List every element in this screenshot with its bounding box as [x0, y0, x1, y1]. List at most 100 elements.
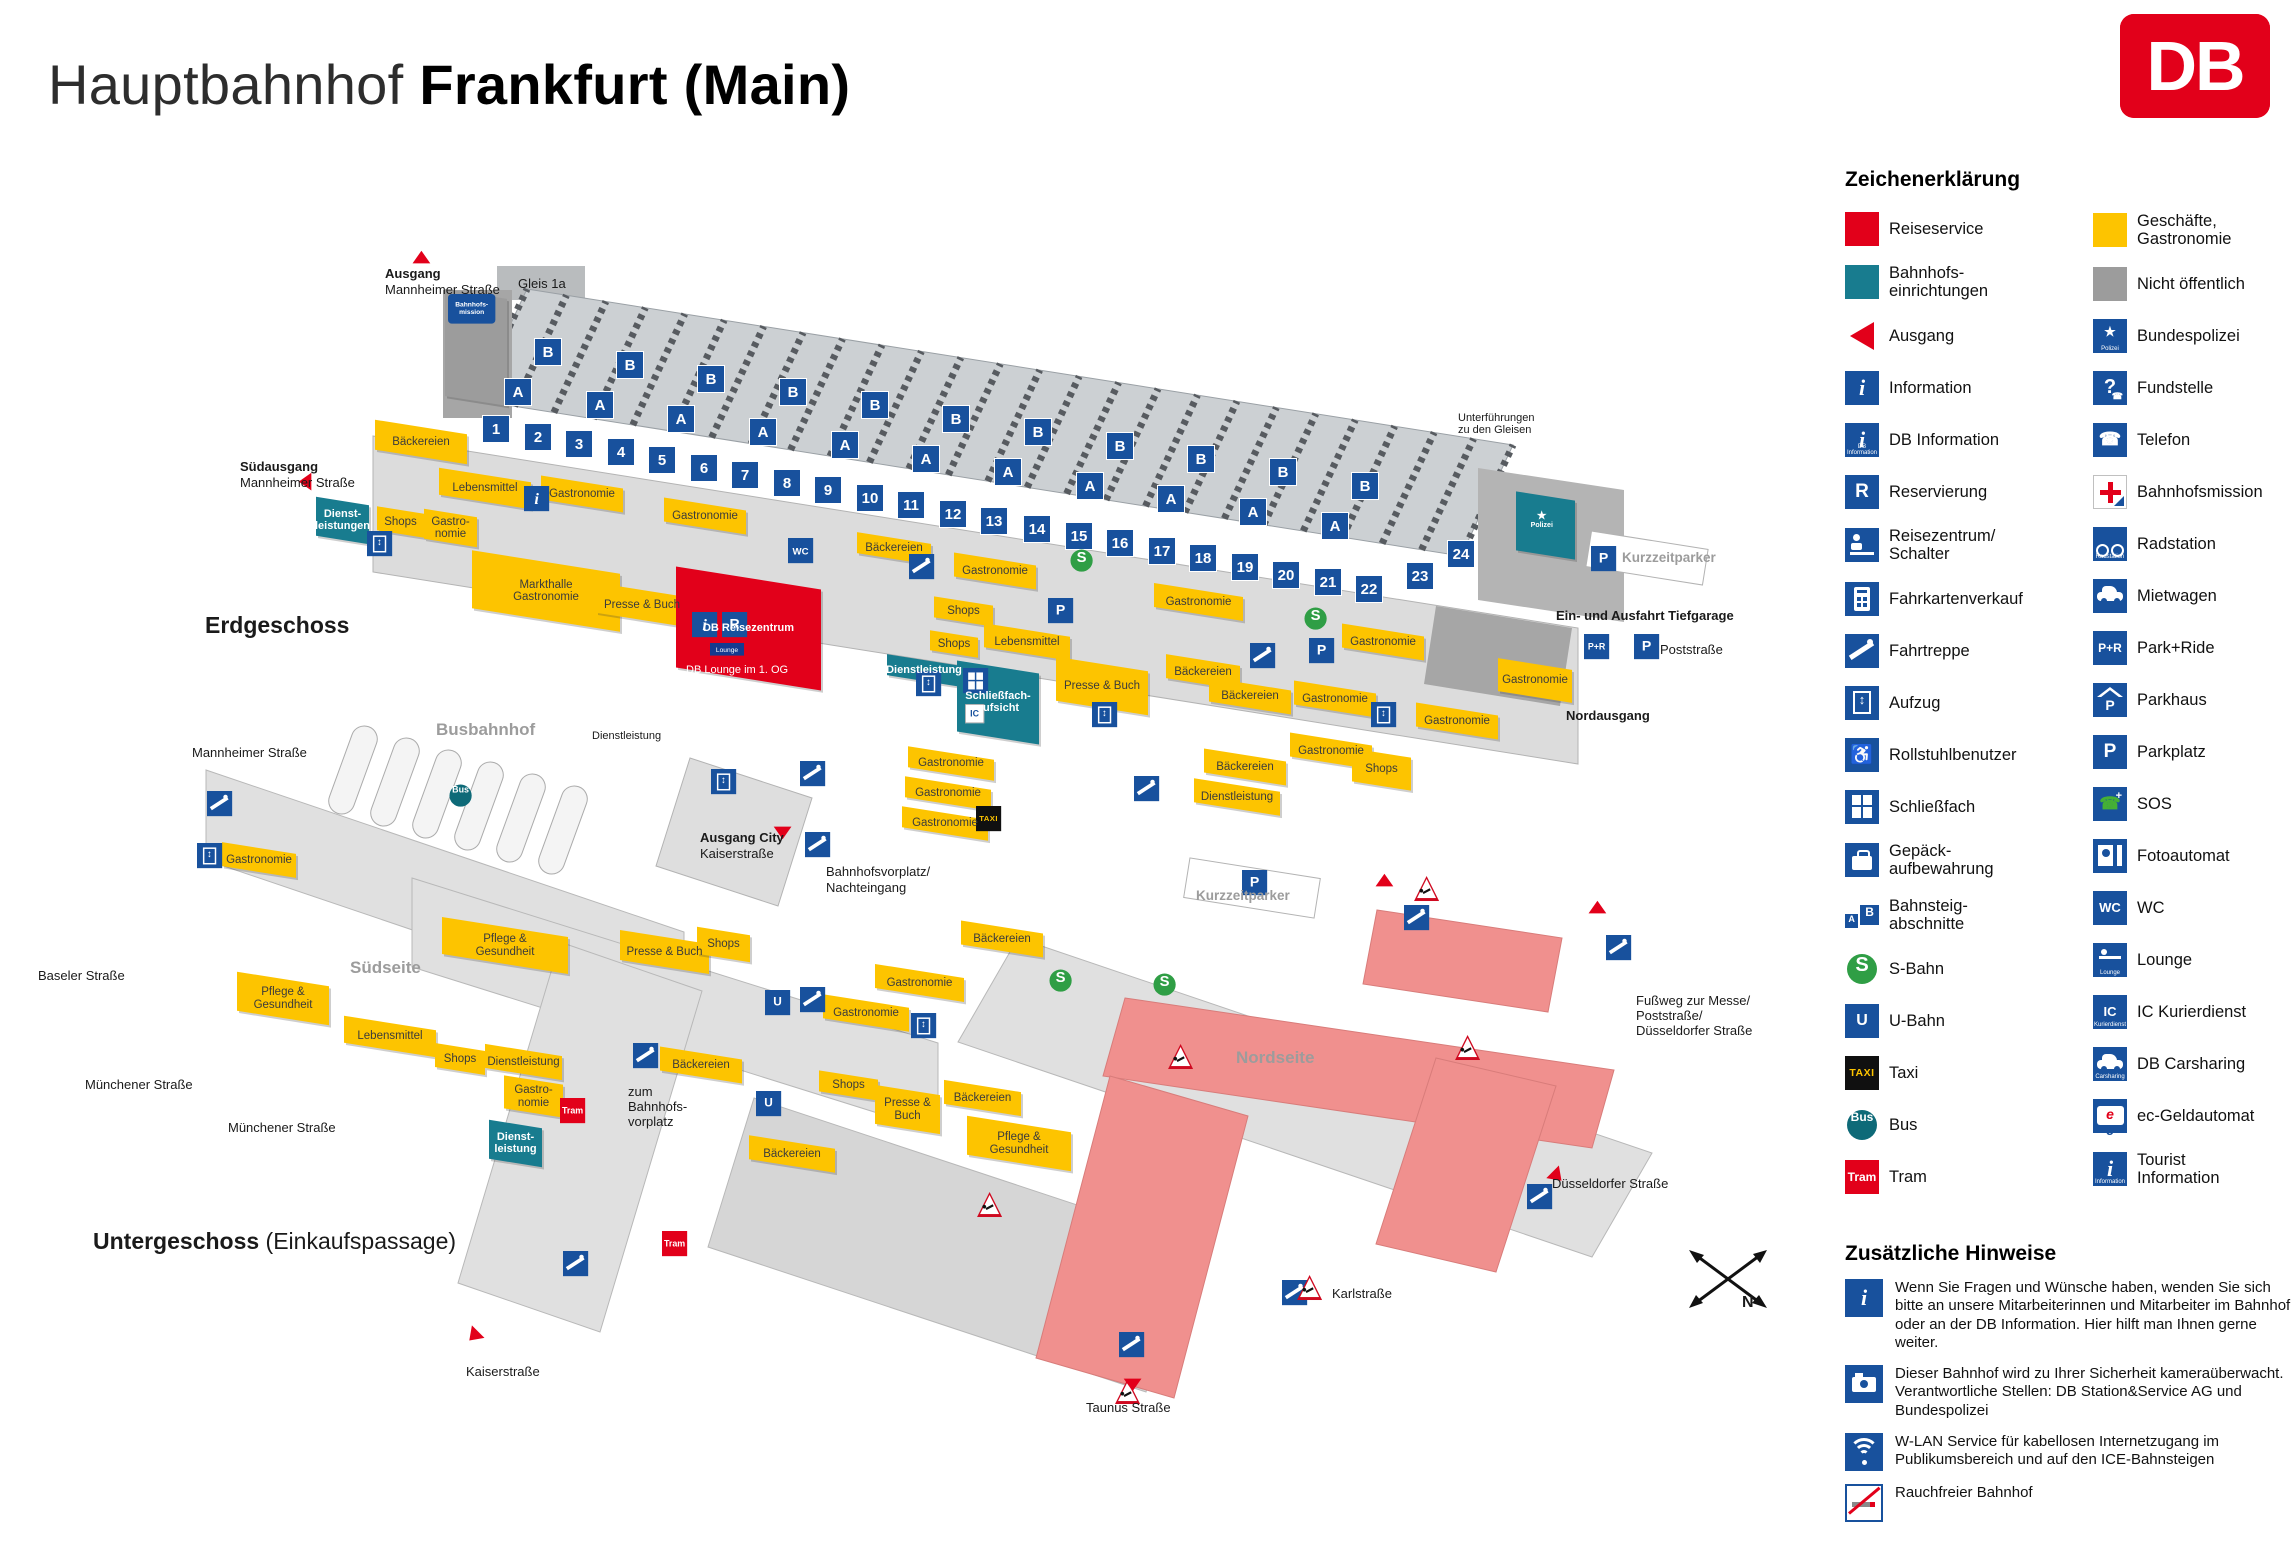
elevator-icon: ↕ — [1092, 702, 1118, 728]
map-area: Dienstleistung — [886, 654, 962, 687]
platform-section-b: B — [1024, 418, 1052, 446]
parking-icon-marker: P — [1591, 546, 1617, 572]
exit-arrow-marker-marker — [770, 820, 795, 845]
note-text: W-LAN Service für kabellosen Internetzug… — [1895, 1433, 2220, 1469]
map-label: Mannheimer Straße — [240, 475, 355, 490]
legend-item: Fahrtreppe — [1845, 633, 2093, 668]
parking-icon: P — [1634, 634, 1660, 660]
platform-number: 18 — [1189, 544, 1217, 572]
platform-section-a: A — [667, 405, 695, 433]
area-label: Gastronomie — [1502, 674, 1568, 687]
area-label: Shops — [707, 938, 740, 951]
area-label: Bäckereien — [1216, 760, 1274, 773]
escalator-icon — [800, 987, 826, 1013]
escalator-icon-marker — [633, 1043, 659, 1069]
parking-icon-marker: P — [1634, 634, 1660, 660]
legend-item-label: Bus — [1889, 1115, 1918, 1134]
map-label: Unterführungen — [1458, 412, 1535, 424]
park-ride-icon-marker: P+R — [1584, 634, 1610, 660]
exit-arrow-marker — [1585, 895, 1610, 920]
map-label-regular: (Einkaufspassage) — [259, 1228, 457, 1254]
map-area: Pflege & Gesundheit — [967, 1115, 1071, 1172]
map-label: Bahnhofsvorplatz/ — [826, 864, 931, 879]
track — [1023, 374, 1083, 489]
db-logo-text: DB — [2146, 27, 2245, 105]
travel-center-icon — [1845, 528, 1879, 563]
platform-number: 15 — [1065, 522, 1093, 550]
platform-section-b: B — [861, 391, 889, 419]
map-label: Kaiserstraße — [466, 1364, 540, 1379]
map-label: Dienstleistung — [592, 730, 662, 742]
platform-section-b: B — [1269, 458, 1297, 486]
area-label: Lebensmittel — [357, 1030, 423, 1043]
note-text: Dieser Bahnhof wird zu Ihrer Sicherheit … — [1895, 1365, 2284, 1419]
area-label: Shops — [947, 605, 980, 618]
u-bahn-icon: U — [756, 1091, 782, 1117]
map-label: Südausgang — [240, 459, 319, 474]
area-label: Presse & Buch — [626, 945, 703, 958]
area-label: Shops — [832, 1079, 865, 1092]
map-label: Ausgang City — [700, 830, 784, 845]
area-label: Pflege & Gesundheit — [475, 933, 535, 958]
map-area: Presse & Buch — [1056, 656, 1148, 716]
bus-icon: Bus — [448, 783, 473, 808]
legend-item: ↕Aufzug — [1845, 685, 2093, 720]
area-label: Shops — [384, 515, 417, 528]
legend-item: ☎+SOS — [2093, 786, 2291, 821]
legend-item-label: IC Kurierdienst — [2137, 1002, 2247, 1021]
platform-section-a: A — [831, 431, 859, 459]
platform-section-b: B — [779, 378, 807, 406]
map-area: Presse & Buch — [596, 582, 688, 628]
taxi-icon-marker: TAXI — [976, 806, 1002, 832]
legend-item-label: Fahrtreppe — [1889, 641, 1970, 660]
s-bahn-icon: S — [1303, 606, 1328, 631]
platform-number: 13 — [980, 507, 1008, 535]
legend-item: Ausgang — [1845, 319, 2093, 353]
s-bahn-icon-marker: S — [1152, 972, 1177, 997]
legend-item-label: Bahnhofs- einrichtungen — [1889, 264, 1989, 301]
legend-item-label: WC — [2137, 898, 2165, 917]
legend-item-label: Radstation — [2137, 534, 2216, 553]
legend-item-label: Taxi — [1889, 1063, 1919, 1082]
elevator-icon: ↕ — [1845, 685, 1879, 720]
platform-number: 10 — [856, 484, 884, 512]
legend-item: ?☎Fundstelle — [2093, 370, 2291, 405]
polizei-tag-marker: ★Polizei — [1524, 502, 1560, 538]
map-area: Dienstleistung — [1194, 778, 1280, 816]
map-area: Bäckereien — [1209, 677, 1291, 715]
map-area: Gastronomie — [1294, 680, 1376, 718]
ic-courier-tag-marker: IC — [965, 704, 985, 724]
bus-icon-marker: Bus — [448, 783, 473, 808]
area-label: Bäckereien — [865, 542, 923, 555]
construction-icon-marker — [1168, 1044, 1194, 1070]
legend-item: ☎Telefon — [2093, 422, 2291, 457]
map-area: Shops — [934, 596, 993, 627]
reservation-icon: R — [722, 612, 748, 638]
page-title-regular: Hauptbahnhof — [48, 53, 404, 116]
platform-number: 22 — [1355, 575, 1383, 603]
legend-item: Schließfach — [1845, 789, 2093, 824]
map-label: Poststraße/ — [1636, 1008, 1703, 1023]
lounge-tag-marker: Lounge — [710, 643, 745, 656]
wc-icon-marker: WC — [788, 538, 814, 564]
map-area: Gastronomie — [905, 776, 991, 811]
map-area: Schließfach- aufsicht — [957, 660, 1039, 745]
bus-bay — [370, 737, 420, 827]
area-label: Bäckereien — [392, 435, 450, 448]
construction-icon-marker — [1297, 1275, 1323, 1301]
u-bahn-icon: U — [765, 990, 791, 1016]
legend-item-label: ec-Geldautomat — [2137, 1106, 2255, 1125]
platform-section-a: A — [504, 378, 532, 406]
escalator-icon — [1527, 1184, 1553, 1210]
legend-item-label: Rollstuhlbenutzer — [1889, 745, 2017, 764]
escalator-icon-marker — [207, 791, 233, 817]
legend-item-label: DB Carsharing — [2137, 1054, 2246, 1073]
construction-icon — [977, 1192, 1003, 1218]
lounge-tag: Lounge — [710, 643, 745, 656]
